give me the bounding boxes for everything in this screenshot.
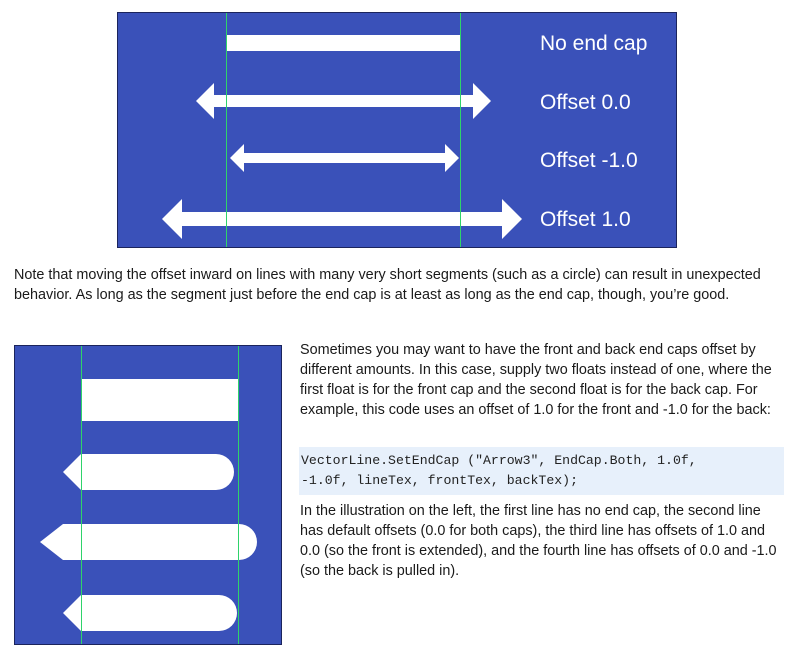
- code-snippet: VectorLine.SetEndCap ("Arrow3", EndCap.B…: [299, 447, 784, 495]
- paragraph-offset-note: Note that moving the offset inward on li…: [14, 267, 761, 303]
- label-no-end-cap: No end cap: [540, 32, 648, 55]
- end-cap-offset-figure: No end cap Offset 0.0 Offset -1.0 Offset…: [117, 12, 677, 248]
- arrow-offset-minus-1: [230, 144, 459, 172]
- fig2-line-default-offsets: [63, 454, 234, 490]
- fig2-line-back-pulled-in: [63, 595, 237, 631]
- fig2-line-front-extended: [40, 524, 257, 560]
- paragraph-separate-offsets: Sometimes you may want to have the front…: [300, 342, 772, 418]
- line-no-end-cap: [226, 35, 460, 51]
- label-offset-0: Offset 0.0: [540, 91, 631, 114]
- separate-offsets-figure: [14, 345, 282, 645]
- fig2-line-no-cap: [81, 379, 238, 421]
- label-offset-minus-1: Offset -1.0: [540, 149, 638, 172]
- paragraph-illustration-explanation: In the illustration on the left, the fir…: [300, 503, 777, 579]
- end-cap-illustration: [162, 13, 522, 247]
- arrow-offset-0: [196, 83, 491, 119]
- label-offset-1: Offset 1.0: [540, 208, 631, 231]
- arrow-offset-1: [162, 199, 522, 239]
- separate-offsets-illustration: [40, 346, 257, 644]
